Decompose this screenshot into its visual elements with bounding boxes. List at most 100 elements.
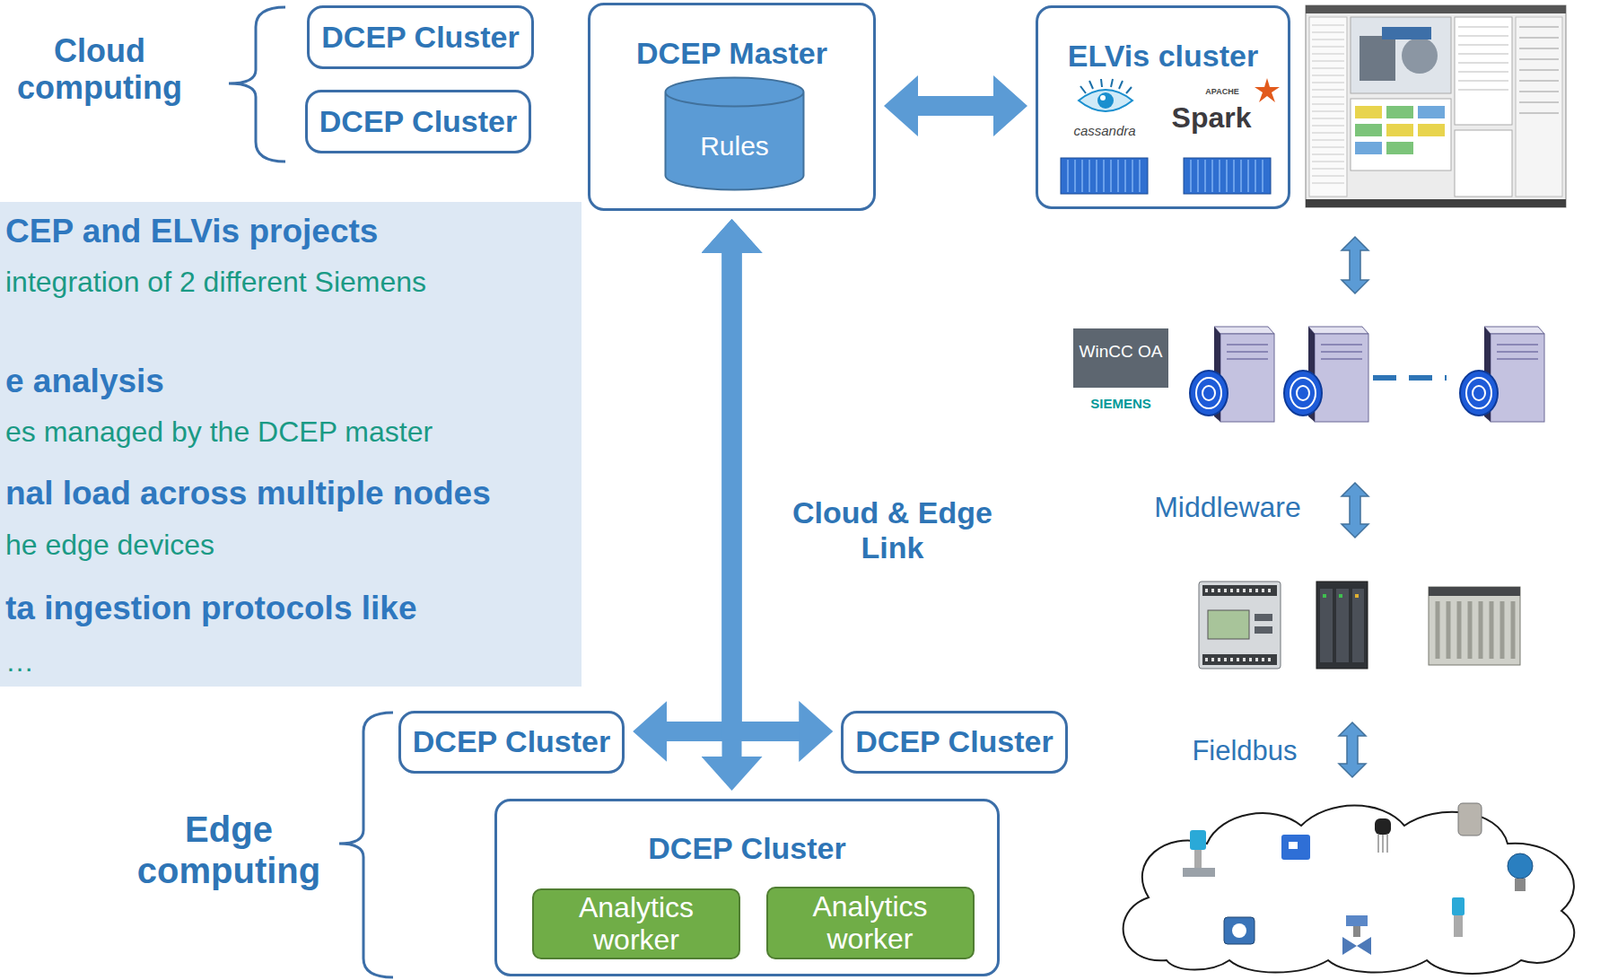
cassandra-logo xyxy=(1100,95,1106,101)
hmi-screenshot xyxy=(1305,199,1566,208)
layer-label: Fieldbus xyxy=(1191,734,1297,768)
container-icon xyxy=(1060,157,1148,194)
panel-heading: ta ingestion protocols like xyxy=(5,589,417,629)
database-label: Rules xyxy=(699,131,770,163)
hmi-screenshot xyxy=(1454,17,1513,125)
double-arrow xyxy=(1341,482,1369,538)
hmi-screenshot xyxy=(1417,105,1445,119)
cluster-box: Analytics workerAnalytics workerDCEP Clu… xyxy=(494,798,1000,977)
panel-text: integration of 2 different Siemens xyxy=(5,265,427,299)
plc-device xyxy=(1198,581,1281,669)
plc-device xyxy=(1202,654,1277,665)
plc-device xyxy=(1254,613,1273,621)
plc-device xyxy=(1202,585,1277,596)
cluster-box: DCEP Cluster xyxy=(840,710,1067,774)
bracket-label: Cloud computing xyxy=(0,32,199,107)
cylinder-shape xyxy=(665,78,805,191)
cluster-box: DCEP Cluster xyxy=(398,710,625,774)
hmi-screenshot xyxy=(1386,123,1414,137)
sensor-icon xyxy=(1346,915,1368,927)
logo-text: cassandra xyxy=(1073,122,1136,139)
sensor-icon xyxy=(1458,803,1482,836)
worker-box: Analytics worker xyxy=(532,888,741,960)
hmi-screenshot xyxy=(1386,141,1414,155)
container-icon xyxy=(1190,159,1263,193)
plc-device xyxy=(1316,581,1368,669)
box-label: DCEP Cluster xyxy=(855,724,1053,760)
connector-arrow xyxy=(732,252,801,732)
container-icon xyxy=(1067,159,1140,193)
server-icon xyxy=(1284,326,1369,422)
sensor-icon xyxy=(1288,841,1298,849)
double-arrow xyxy=(1338,722,1366,778)
plc-device xyxy=(1198,581,1281,669)
plc-device xyxy=(1322,594,1327,598)
cassandra-logo xyxy=(1080,78,1132,94)
container-icon xyxy=(1183,157,1271,194)
plc-device xyxy=(1336,588,1349,663)
hmi-screenshot xyxy=(1309,17,1347,197)
plc-device xyxy=(1437,601,1513,659)
spark-star xyxy=(1254,78,1280,103)
hmi-screenshot xyxy=(1311,25,1345,184)
hmi-screenshot xyxy=(1305,5,1566,14)
container-icon xyxy=(1060,157,1271,194)
plc-device xyxy=(1320,588,1333,663)
plc-device xyxy=(1338,594,1343,598)
logo-text: APACHE xyxy=(1205,87,1239,97)
dashed-line xyxy=(1372,375,1447,381)
hmi-screenshot xyxy=(1350,17,1452,94)
cloud-brace xyxy=(228,7,286,162)
panel-heading: e analysis xyxy=(5,362,165,402)
plc-device xyxy=(1316,581,1368,669)
plc-device xyxy=(1355,594,1359,598)
logo-text: SIEMENS xyxy=(1090,395,1152,411)
logo-text: WinCC OA xyxy=(1079,341,1163,362)
sensor-icon xyxy=(1232,923,1247,938)
hmi-screenshot xyxy=(1305,5,1566,208)
hmi-screenshot xyxy=(1458,26,1509,90)
box-label: Analytics worker xyxy=(546,891,726,955)
sensor-icon xyxy=(1182,803,1533,955)
sensor-icon xyxy=(1342,936,1372,955)
hmi-screenshot xyxy=(1355,141,1382,155)
hmi-screenshot xyxy=(1359,35,1396,81)
worker-box: Analytics worker xyxy=(766,886,975,960)
hmi-screenshot xyxy=(1386,105,1414,119)
plc-device xyxy=(1254,626,1273,634)
hmi-screenshot xyxy=(1381,26,1432,40)
sensor-icon xyxy=(1507,853,1533,879)
server-icon xyxy=(1460,326,1545,422)
hmi-screenshot xyxy=(1454,130,1513,197)
plc-device xyxy=(1428,586,1521,665)
hmi-screenshot xyxy=(1515,17,1563,197)
server-icon xyxy=(1189,326,1275,422)
plc-device xyxy=(1207,610,1250,639)
sensor-icon xyxy=(1514,878,1526,892)
plc-device xyxy=(1428,586,1521,596)
panel-text: es managed by the DCEP master xyxy=(5,415,433,449)
sensor-icon xyxy=(1451,897,1465,916)
cluster-box: DCEP Cluster xyxy=(305,89,532,154)
plc-device xyxy=(1205,588,1275,593)
bracket-label: Edge computing xyxy=(116,808,341,892)
cassandra-logo xyxy=(1097,92,1114,109)
layer-label: Middleware xyxy=(1154,490,1302,525)
hmi-screenshot xyxy=(1355,123,1382,137)
connector-group xyxy=(665,105,995,758)
rules-cylinder: Rules xyxy=(664,76,805,192)
field-cloud xyxy=(1123,805,1575,975)
wincc-logo xyxy=(1073,328,1169,388)
box-label: DCEP Cluster xyxy=(412,724,611,760)
hmi-screenshot xyxy=(1305,5,1566,208)
box-label: DCEP Cluster xyxy=(321,19,519,55)
box-title: DCEP Master xyxy=(636,35,828,71)
panel-heading: nal load across multiple nodes xyxy=(5,474,491,514)
plc-device xyxy=(1352,588,1364,663)
box-title: ELVis cluster xyxy=(1067,38,1259,74)
connector-arrow xyxy=(917,96,995,116)
sensor-icon xyxy=(1374,818,1391,835)
master-box: Rules DCEP Master xyxy=(587,2,876,211)
